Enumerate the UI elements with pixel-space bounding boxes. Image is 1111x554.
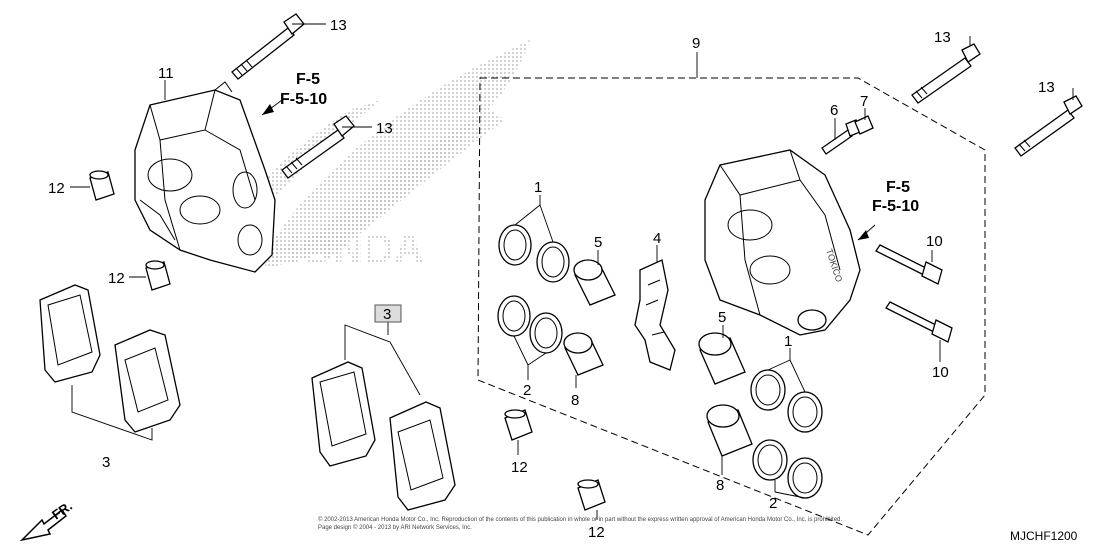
leader-lines	[70, 23, 1074, 520]
callout-13-right-b: 13	[1038, 79, 1055, 96]
pad-pin-10-b	[885, 301, 953, 343]
callout-12-bottom-a: 12	[511, 459, 528, 476]
reference-right-line2: F-5-10	[872, 198, 919, 215]
callout-13-top-left: 13	[330, 17, 347, 34]
callout-8-left: 8	[571, 392, 579, 409]
callout-11: 11	[158, 65, 174, 82]
right-caliper-body: TOKICO	[704, 149, 861, 336]
reference-left-line2: F-5-10	[280, 91, 327, 108]
dust-seal-set-2-right	[752, 439, 823, 499]
brake-pad-set-left	[39, 284, 181, 441]
copyright-notice: © 2002-2013 American Honda Motor Co., In…	[318, 516, 842, 523]
collar-12-bottom-a	[504, 409, 533, 441]
copyright-notice-line2: Page design © 2004 - 2013 by ARI Network…	[318, 524, 472, 531]
callout-12-left-b: 12	[108, 270, 125, 287]
piston-seal-set-1-right	[750, 369, 823, 433]
callout-13-mid-left: 13	[376, 120, 393, 137]
callout-3-left: 3	[102, 454, 110, 471]
callout-8-right: 8	[716, 477, 724, 494]
pad-spring-4	[634, 259, 676, 371]
bolt-13-right-b	[1014, 95, 1083, 157]
pad-pin-10-a	[875, 244, 943, 285]
callout-12-left-a: 12	[48, 180, 65, 197]
callout-1-right: 1	[784, 333, 792, 350]
honda-wing-watermark: HONDA	[245, 40, 530, 272]
caliper-assembly-outline	[477, 77, 986, 536]
piston-seal-set-1-left	[498, 224, 570, 283]
bolt-13-mid-left	[281, 115, 355, 179]
front-direction-arrow-icon	[19, 508, 68, 542]
piston-5-left	[573, 259, 616, 306]
collar-12-left-b	[145, 260, 171, 291]
callout-12-bottom-b: 12	[588, 524, 605, 541]
piston-8-left	[563, 332, 604, 376]
callout-10-a: 10	[926, 233, 943, 250]
callout-2-left: 2	[523, 382, 531, 399]
honda-wordmark-watermark: HONDA	[270, 225, 424, 272]
brake-pad-set-middle	[311, 324, 456, 511]
callout-7: 7	[860, 93, 868, 110]
callout-5-left: 5	[594, 234, 602, 251]
callout-1-left: 1	[534, 179, 542, 196]
piston-5-right	[698, 332, 746, 385]
callout-3-boxed: 3	[383, 306, 391, 323]
collar-12-bottom-b	[577, 479, 606, 511]
bleeder-cap-7	[854, 115, 874, 135]
reference-arrow-left	[262, 104, 274, 115]
diagram-code: MJCHF1200	[1010, 529, 1078, 543]
callout-5-right: 5	[718, 309, 726, 326]
callout-2-right: 2	[769, 495, 777, 512]
collar-12-left-a	[89, 170, 115, 201]
dust-seal-set-2-left	[497, 295, 563, 354]
piston-8-right	[706, 404, 753, 457]
callout-10-b: 10	[932, 364, 949, 381]
reference-arrow-right	[858, 230, 869, 240]
reference-left-line1: F-5	[296, 71, 320, 88]
bolt-13-right-a	[911, 43, 981, 104]
callout-4: 4	[653, 230, 661, 247]
callout-6: 6	[830, 102, 838, 119]
reference-right-line1: F-5	[886, 179, 910, 196]
callout-3-box	[374, 304, 402, 323]
bolt-13-top-left	[231, 13, 305, 80]
callout-13-right-a: 13	[934, 29, 951, 46]
left-caliper-body	[134, 81, 276, 273]
bleeder-screw-6	[821, 119, 861, 155]
callout-9: 9	[692, 35, 700, 52]
